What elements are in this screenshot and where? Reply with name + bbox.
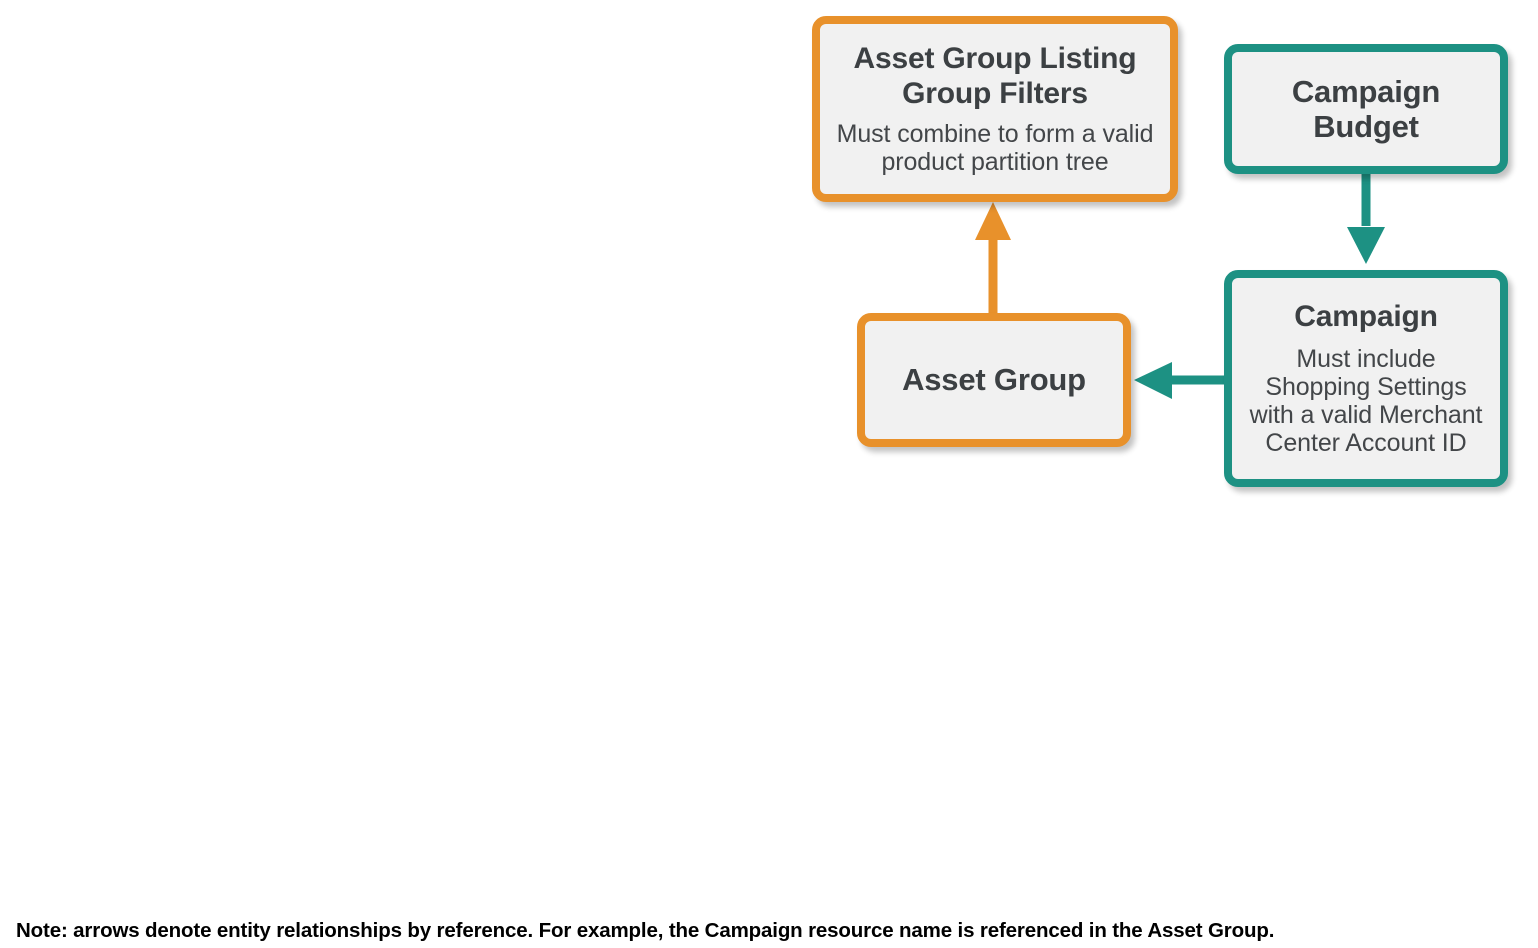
node-asset-group-listing-group-filters[interactable]: Asset Group Listing Group Filters Must c…	[812, 16, 1178, 202]
arrow-head-up-orange	[975, 202, 1011, 240]
node-title-asset-group: Asset Group	[902, 362, 1086, 398]
diagram-footnote: Note: arrows denote entity relationships…	[16, 919, 1275, 942]
node-campaign-budget[interactable]: Campaign Budget	[1224, 44, 1508, 174]
node-title-campaign: Campaign	[1294, 300, 1438, 334]
arrow-asset-group-to-listing-group-filters	[975, 202, 1011, 316]
arrow-head-down-teal	[1347, 227, 1385, 264]
arrow-head-left-teal	[1134, 362, 1172, 399]
node-asset-group[interactable]: Asset Group	[857, 313, 1131, 447]
node-subtitle-campaign: Must include Shopping Settings with a va…	[1249, 344, 1483, 457]
node-title-campaign-budget: Campaign Budget	[1291, 73, 1441, 144]
node-title-asset-group-listing-group-filters: Asset Group Listing Group Filters	[853, 42, 1137, 110]
node-campaign[interactable]: Campaign Must include Shopping Settings …	[1224, 270, 1508, 487]
node-subtitle-asset-group-listing-group-filters: Must combine to form a valid product par…	[836, 119, 1154, 176]
arrow-campaign-to-asset-group	[1134, 362, 1226, 399]
arrow-campaign-budget-to-campaign	[1347, 172, 1385, 264]
